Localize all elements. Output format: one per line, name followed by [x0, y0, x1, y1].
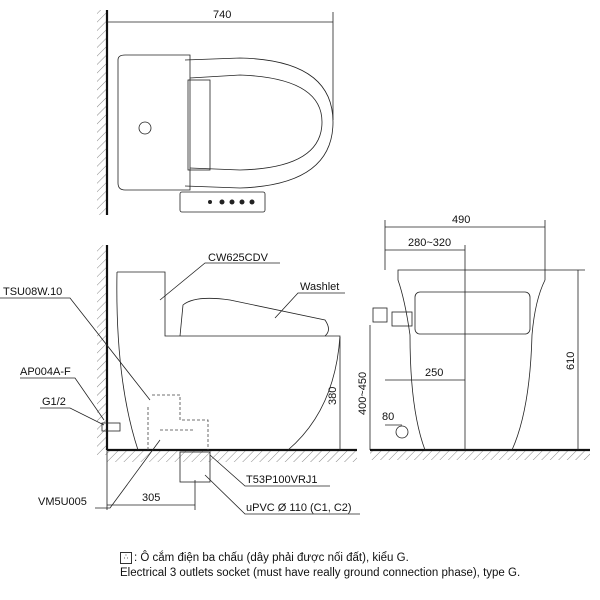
label-valve: TSU08W.10 — [3, 286, 62, 298]
label-bowl: CW625CDV — [208, 252, 269, 264]
legend-en: Electrical 3 outlets socket (must have r… — [120, 567, 521, 579]
seat-hinge — [187, 79, 211, 171]
front-outline — [397, 269, 546, 451]
socket-icon: ∴ — [120, 551, 132, 564]
label-pipe: uPVC Ø 110 (C1, C2) — [246, 502, 352, 514]
dim-380: 380 — [327, 387, 339, 405]
bowl-outline — [117, 271, 341, 451]
dim-280-320: 280~320 — [408, 237, 451, 249]
label-seat: Washlet — [300, 281, 339, 293]
side-view: CW625CDV Washlet TSU08W.10 AP004A-F G1/2… — [0, 245, 371, 515]
dim-80: 80 — [382, 411, 394, 423]
label-flange: T53P100VRJ1 — [246, 474, 318, 486]
socket-box — [372, 307, 388, 323]
tank-outline — [117, 54, 191, 191]
dim-305: 305 — [142, 492, 160, 504]
legend-note: ∴: Ô cắm điện ba chấu (dây phải được nối… — [120, 551, 520, 581]
dim-610: 610 — [565, 352, 577, 370]
label-angle-valve: AP004A-F — [20, 366, 71, 378]
label-thread: G1/2 — [42, 396, 66, 408]
seat-outline — [184, 57, 334, 189]
washlet-outline — [179, 297, 329, 337]
label-hose: VM5U005 — [38, 496, 87, 508]
flush-button — [138, 121, 152, 135]
dim-740: 740 — [213, 9, 231, 21]
dim-400-450: 400~450 — [357, 372, 369, 415]
dim-250: 250 — [425, 367, 443, 379]
front-view: 490 280~320 250 80 610 — [370, 214, 590, 460]
angle-valve — [101, 422, 121, 432]
legend-vi: : Ô cắm điện ba chấu (dây phải được nối … — [134, 552, 409, 564]
washlet-front — [414, 291, 531, 335]
remote-control — [179, 191, 266, 213]
wall-hatch — [97, 10, 107, 215]
top-view: 740 — [97, 9, 334, 215]
dim-490: 490 — [452, 214, 470, 226]
pipe-outlet — [395, 425, 409, 439]
